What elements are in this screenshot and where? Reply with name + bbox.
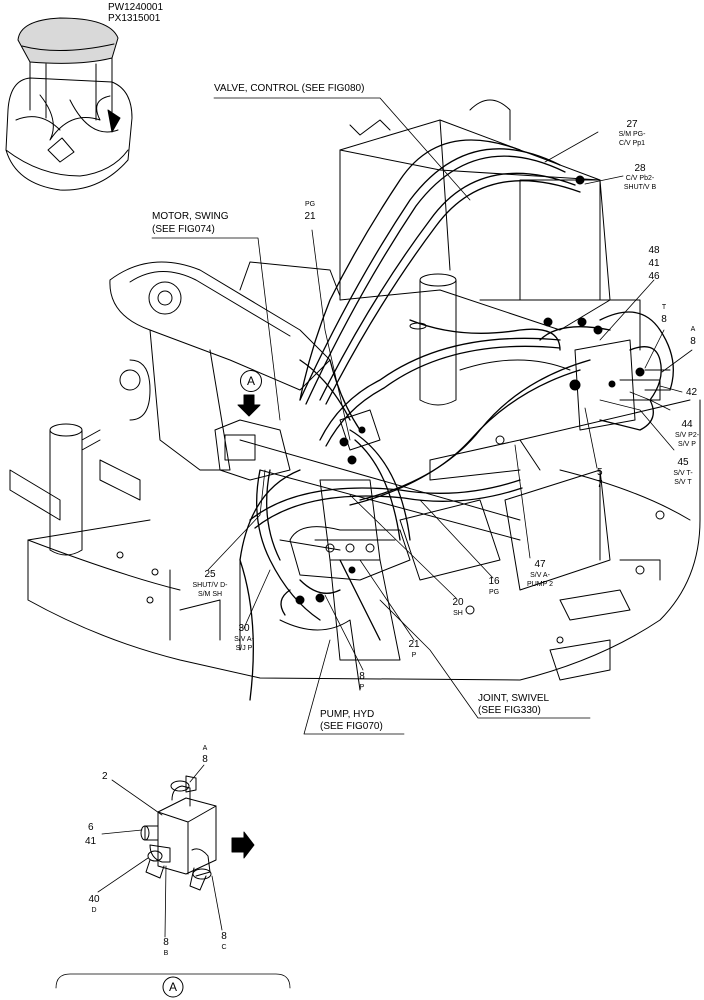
item-27-line2: C/V Pp1 [618, 140, 646, 147]
item-16-sub: PG [488, 589, 500, 596]
item-21-p-number: 21 [408, 639, 420, 650]
item-21-top-sub: PG [304, 201, 316, 208]
callout-pump-hyd-line1: PUMP, HYD [320, 709, 375, 720]
detail-a-item-40-sub: D [91, 907, 97, 914]
callout-valve-control: VALVE, CONTROL (SEE FIG080) [214, 83, 365, 94]
item-8-p-number: 8 [359, 671, 365, 682]
item-27-number: 27 [626, 119, 638, 130]
fittings [295, 175, 645, 605]
item-30-line2: S/J P [235, 645, 253, 652]
item-28-number: 28 [634, 163, 646, 174]
detail-a-drawing [55, 764, 291, 998]
item-8-a-number: 8 [690, 336, 696, 347]
detail-a-item-41: 41 [85, 836, 97, 847]
item-41: 41 [648, 258, 660, 269]
item-27-line1: S/M PG- [618, 131, 646, 138]
item-20-number: 20 [452, 597, 464, 608]
item-25-number: 25 [204, 569, 216, 580]
detail-a-item-40-number: 40 [88, 894, 100, 905]
view-a-arrow [237, 394, 261, 417]
item-8-p-sub: P [359, 684, 365, 691]
leader-lines [151, 97, 693, 735]
drawing-code-2: PX1315001 [108, 13, 161, 24]
item-7: 7 [597, 479, 603, 490]
item-21-top-number: 21 [304, 211, 316, 222]
item-45-line2: S/V T [674, 479, 692, 486]
callout-motor-swing-line1: MOTOR, SWING [152, 211, 229, 222]
item-45-number: 45 [677, 457, 689, 468]
detail-a-item-8-c-number: 8 [221, 931, 227, 942]
item-8-t-sub: T [661, 304, 667, 311]
item-45-line1: S/V T- [673, 470, 693, 477]
detail-a-item-8-a-sub: A [202, 745, 208, 752]
item-47-number: 47 [534, 559, 546, 570]
item-42: 42 [686, 387, 698, 398]
item-46: 46 [648, 271, 660, 282]
hydraulic-hoses [239, 139, 674, 701]
item-48: 48 [648, 245, 660, 256]
detail-a-label: A [168, 980, 177, 994]
view-a-marker: A [240, 370, 262, 392]
detail-a-item-8-a-number: 8 [202, 754, 208, 765]
machine-thumbnail [5, 17, 133, 191]
item-44-line2: S/V P [678, 441, 696, 448]
callout-joint-swivel-line2: (SEE FIG330) [478, 705, 541, 716]
detail-a-item-8-b-sub: B [163, 950, 169, 957]
item-25-line1: SHUT/V D- [192, 582, 228, 589]
item-28-line2: SHUT/V B [623, 184, 657, 191]
item-5: 5 [597, 467, 603, 478]
item-30-number: 30 [238, 623, 250, 634]
item-44-number: 44 [681, 419, 693, 430]
item-25-line2: S/M SH [197, 591, 223, 598]
detail-a-item-6: 6 [88, 822, 94, 833]
detail-a-item-2: 2 [102, 771, 108, 782]
item-20-sub: SH [453, 610, 463, 617]
item-21-p-sub: P [411, 652, 417, 659]
detail-a-item-8-b-number: 8 [163, 937, 169, 948]
item-8-a-sub: A [690, 326, 696, 333]
callout-joint-swivel-line1: JOINT, SWIVEL [478, 693, 550, 704]
item-47-line2: PUMP 2 [527, 581, 553, 588]
callout-pump-hyd-line2: (SEE FIG070) [320, 721, 383, 732]
item-44-line1: S/V P2- [674, 432, 700, 439]
item-16-number: 16 [488, 576, 500, 587]
drawing-code-1: PW1240001 [108, 2, 164, 13]
upper-frame [9, 99, 701, 691]
item-30-line1: S/V A- [234, 636, 254, 643]
item-28-line1: C/V Pb2- [625, 175, 655, 182]
callout-motor-swing-line2: (SEE FIG074) [152, 224, 215, 235]
detail-a-item-8-c-sub: C [221, 944, 227, 951]
item-8-t-number: 8 [661, 314, 667, 325]
item-47-line1: S/V A- [530, 572, 550, 579]
